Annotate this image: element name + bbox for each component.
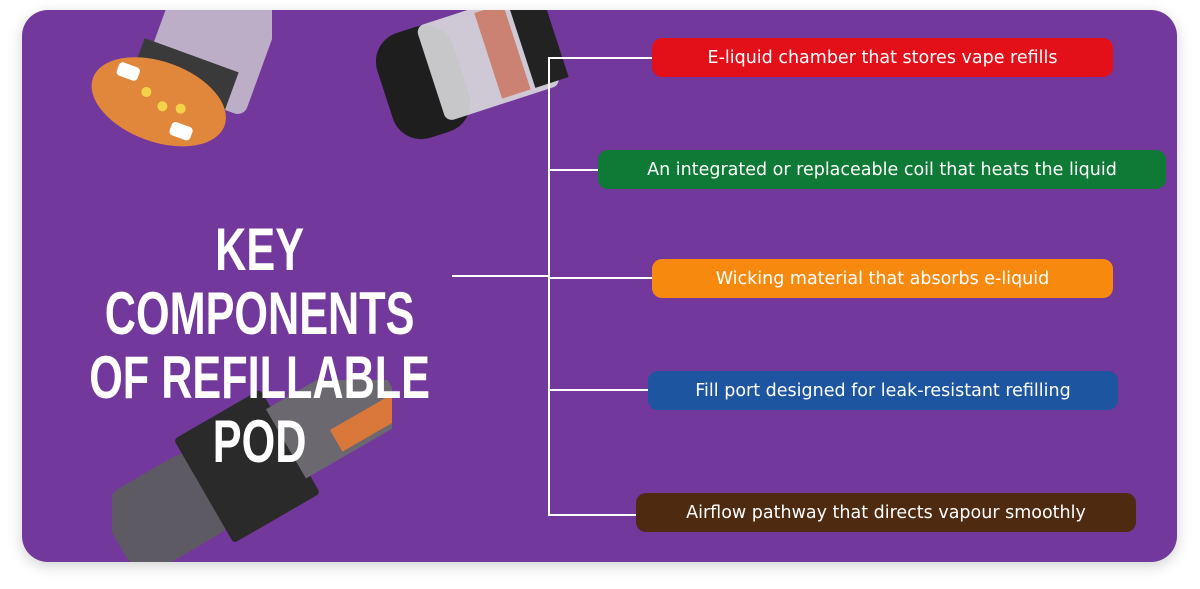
connector-title: [452, 275, 550, 277]
component-label-fill-port: Fill port designed for leak-resistant re…: [648, 371, 1118, 410]
connector-trunk: [548, 57, 550, 516]
title-line-2: OF REFILLABLE POD: [89, 344, 430, 475]
component-label-coil: An integrated or replaceable coil that h…: [598, 150, 1166, 189]
infographic-card: KEY COMPONENTS OF REFILLABLE POD E-liqui…: [22, 10, 1177, 562]
connector-branch-1: [548, 57, 652, 59]
connector-branch-5: [548, 514, 636, 516]
pod-image-top-left: [91, 10, 272, 147]
component-label-e-liquid-chamber: E-liquid chamber that stores vape refill…: [652, 38, 1113, 77]
component-label-wicking-material: Wicking material that absorbs e-liquid: [652, 259, 1113, 298]
connector-branch-4: [548, 389, 648, 391]
connector-branch-2: [548, 169, 598, 171]
pod-image-bottom: [112, 380, 392, 562]
title-line-1: KEY COMPONENTS: [104, 216, 415, 347]
pod-image-top-center: [375, 10, 569, 140]
component-label-airflow-pathway: Airflow pathway that directs vapour smoo…: [636, 493, 1136, 532]
page-title: KEY COMPONENTS OF REFILLABLE POD: [58, 218, 461, 474]
connector-branch-3: [548, 277, 652, 279]
